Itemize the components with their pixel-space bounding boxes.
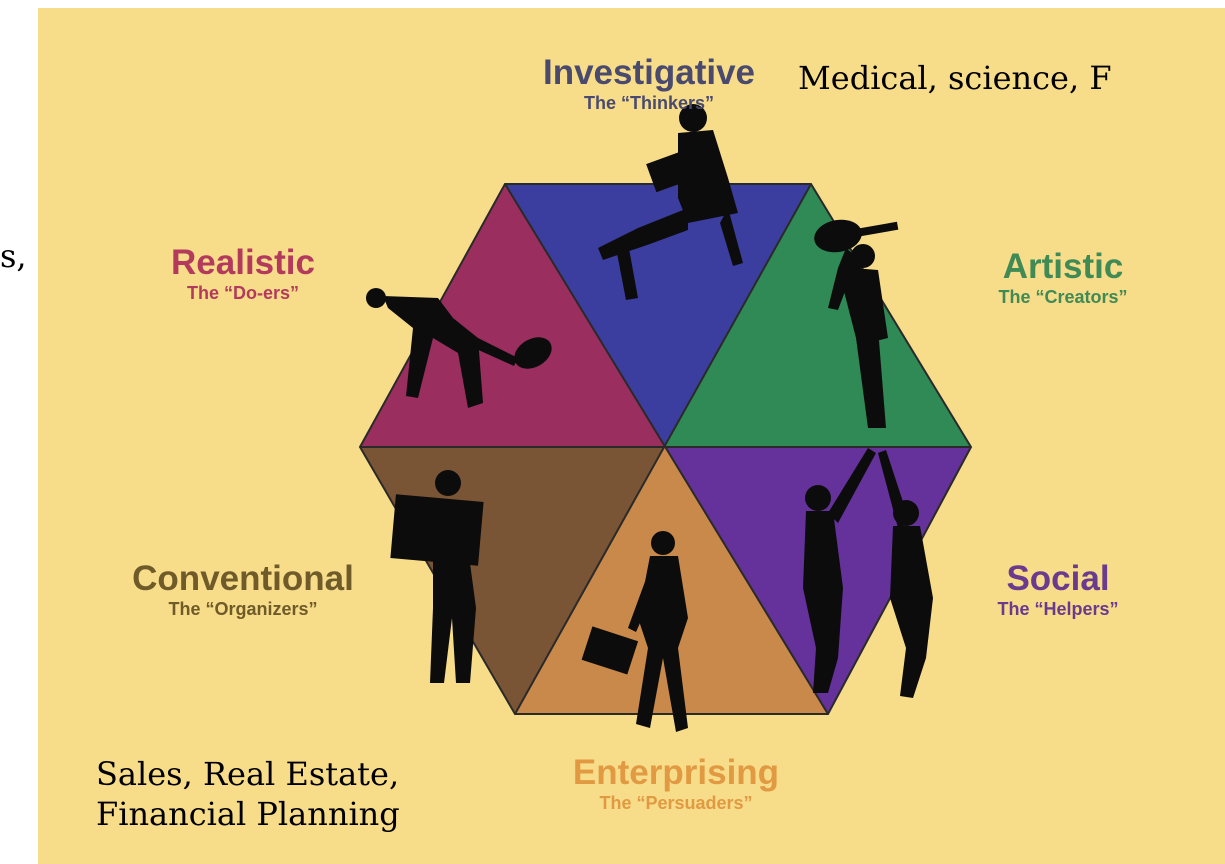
enterprising-careers-line-2: Financial Planning — [96, 795, 400, 833]
enterprising-title: Enterprising — [572, 753, 780, 792]
segment-realistic — [360, 184, 665, 447]
realistic-label: Realistic The “Do-ers” — [113, 244, 373, 304]
riasec-panel: Investigative The “Thinkers” Artistic Th… — [38, 8, 1225, 864]
reading-person-icon — [598, 104, 743, 300]
investigative-label: Investigative The “Thinkers” — [499, 54, 799, 114]
tennis-player-icon — [366, 288, 552, 408]
conventional-title: Conventional — [132, 559, 354, 598]
investigative-title: Investigative — [542, 53, 756, 92]
investigative-careers-note: Medical, science, F — [798, 59, 1112, 97]
left-edge-fragment: s, — [0, 237, 27, 275]
realistic-title: Realistic — [171, 243, 315, 282]
enterprising-subtitle: The “Persuaders” — [599, 793, 753, 813]
investigative-subtitle: The “Thinkers” — [583, 93, 715, 113]
enterprising-label: Enterprising The “Persuaders” — [516, 754, 836, 814]
segment-artistic — [665, 184, 971, 447]
high-five-icon — [803, 448, 933, 698]
social-title: Social — [1006, 559, 1110, 598]
artistic-label: Artistic The “Creators” — [923, 248, 1203, 308]
conventional-label: Conventional The “Organizers” — [73, 560, 413, 620]
businessman-briefcase-icon — [581, 531, 688, 732]
riasec-hexagon-diagram — [358, 104, 973, 732]
person-with-board-icon — [390, 470, 484, 683]
enterprising-careers-line-1: Sales, Real Estate, — [96, 755, 400, 793]
artistic-subtitle: The “Creators” — [998, 287, 1128, 307]
social-subtitle: The “Helpers” — [997, 599, 1119, 619]
conventional-subtitle: The “Organizers” — [168, 599, 318, 619]
hexagon-outline — [358, 183, 973, 715]
enterprising-careers-note: Sales, Real Estate, Financial Planning — [96, 754, 400, 834]
social-label: Social The “Helpers” — [938, 560, 1178, 620]
guitar-player-icon — [814, 219, 899, 428]
artistic-title: Artistic — [1002, 247, 1124, 286]
realistic-subtitle: The “Do-ers” — [186, 283, 300, 303]
